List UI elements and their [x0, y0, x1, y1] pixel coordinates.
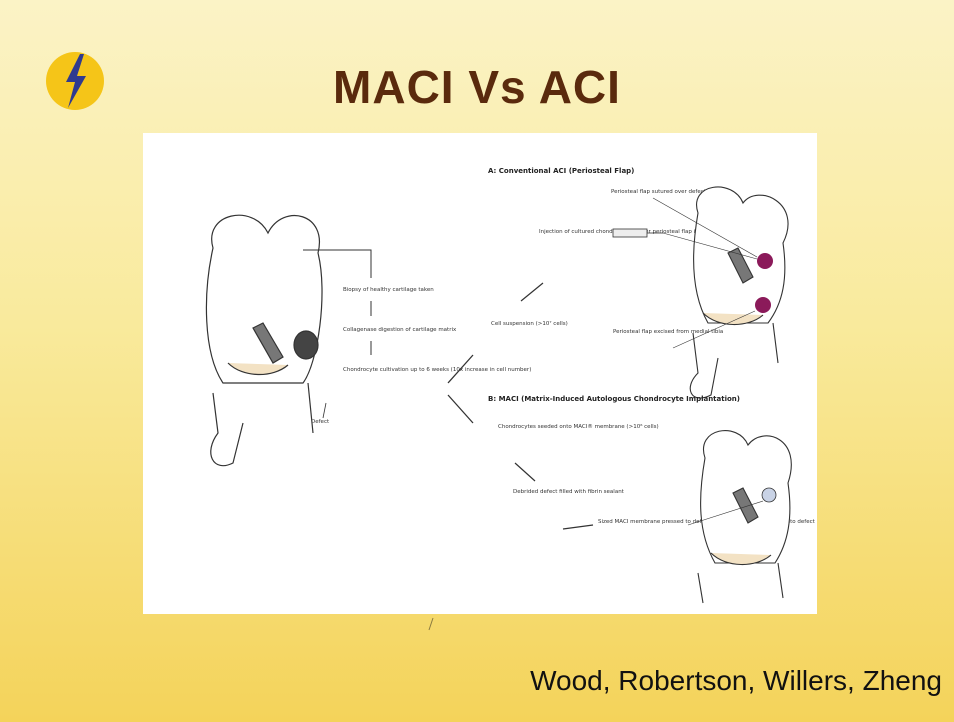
knee-illustration-left: [206, 215, 322, 465]
step-digestion: Collagenase digestion of cartilage matri…: [343, 327, 457, 333]
diagram-figure: Defect Biopsy of healthy cartilage taken…: [143, 133, 817, 614]
maci-membrane-marker: [762, 488, 776, 502]
section-b-heading: B: MACI (Matrix-Induced Autologous Chond…: [488, 395, 740, 403]
periosteal-flap-marker: [757, 253, 773, 269]
step-biopsy: Biopsy of healthy cartilage taken: [343, 287, 434, 293]
cell-suspension-label: Cell suspension (>10⁷ cells): [491, 320, 568, 327]
step-cultivation: Chondrocyte cultivation up to 6 weeks (1…: [343, 367, 531, 373]
section-a-heading: A: Conventional ACI (Periosteal Flap): [488, 167, 634, 175]
periosteal-flap-graft: [755, 297, 771, 313]
defect-label: Defect: [311, 419, 330, 425]
aci-flap-sutured-label: Periosteal flap sutured over defect: [611, 189, 707, 195]
maci-debrided-label: Debrided defect filled with fibrin seala…: [513, 489, 625, 495]
slide-title: MACI Vs ACI: [0, 60, 954, 114]
knee-illustration-maci: [698, 431, 791, 603]
maci-seeded-label: Chondrocytes seeded onto MACI® membrane …: [498, 423, 659, 430]
slash-mark-icon: [427, 617, 435, 631]
knee-illustration-aci: [690, 187, 788, 398]
author-credit: Wood, Robertson, Willers, Zheng: [530, 665, 942, 697]
aci-flap-harvest-label: Periosteal flap excised from medial tibi…: [613, 329, 723, 335]
